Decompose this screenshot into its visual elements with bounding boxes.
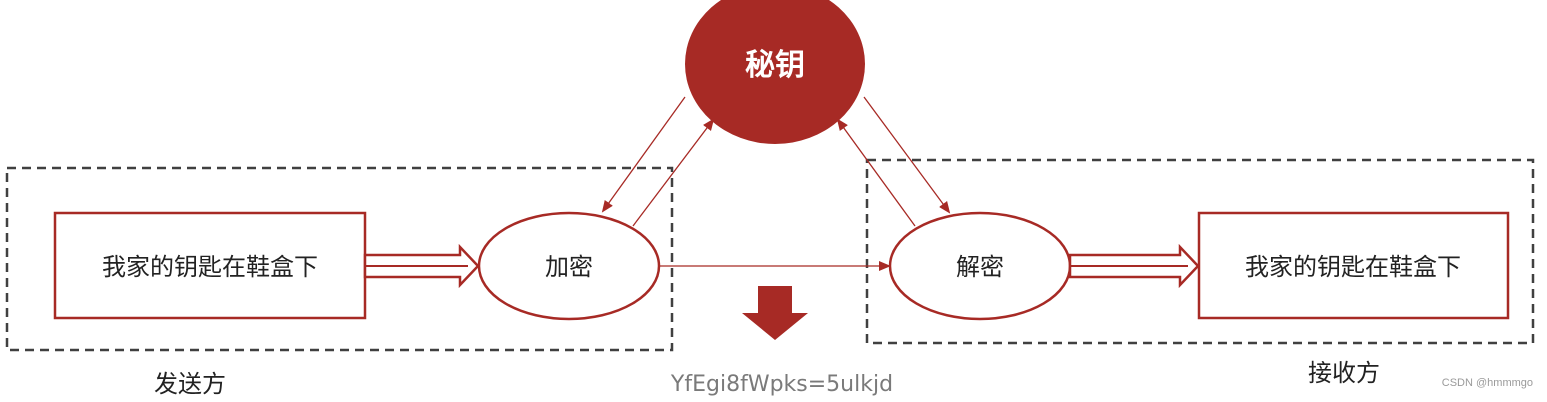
receiver-group-border [865, 158, 1535, 345]
key-to-decrypt-arrow [863, 96, 951, 214]
decrypt-label: 解密 [956, 253, 1004, 281]
sender-group-border [5, 166, 674, 352]
sender-plaintext-box [53, 211, 367, 320]
sender-group-label: 发送方 [154, 370, 226, 398]
watermark: CSDN @hmmmgo [1441, 377, 1533, 389]
encrypt-ellipse [477, 211, 661, 321]
encrypt-label: 加密 [545, 253, 593, 281]
receiver-plaintext-box [1197, 211, 1510, 320]
ciphertext-down-arrow [742, 286, 808, 340]
encrypt-to-key-arrow [632, 118, 715, 227]
key-to-encrypt-arrow [601, 96, 686, 213]
ciphertext-label: YfEgi8fWpks=5ulkjd [670, 372, 893, 397]
receiver-plaintext-label: 我家的钥匙在鞋盒下 [1245, 253, 1461, 281]
decrypt-to-key-arrow [836, 118, 916, 227]
key-label: 秘钥 [745, 48, 805, 83]
receiver-group-label: 接收方 [1308, 359, 1380, 387]
sender-plaintext-label: 我家的钥匙在鞋盒下 [102, 253, 318, 281]
key-circle [685, 0, 865, 144]
